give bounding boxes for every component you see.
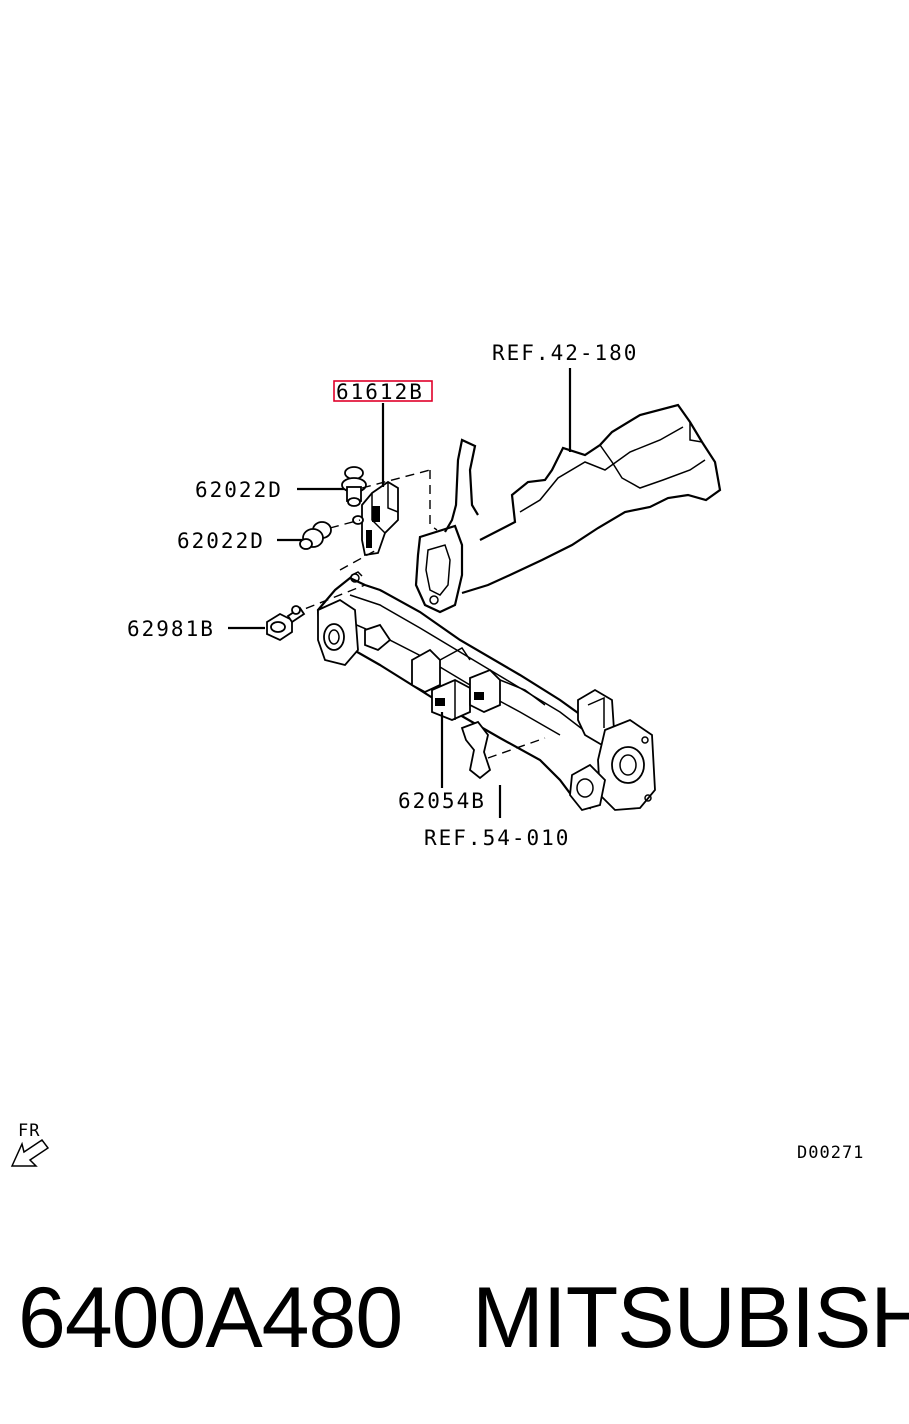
- clip-lower-icon: [299, 515, 364, 550]
- cross-car-beam: [316, 571, 656, 812]
- ref-42-label: REF.42-180: [492, 341, 638, 365]
- front-arrow-icon: [10, 1138, 50, 1167]
- part-number: 6400A480: [18, 1270, 403, 1366]
- brand-name: MITSUBISHI: [472, 1270, 909, 1366]
- part-61612b-label: 61612B: [336, 380, 424, 404]
- diagram-code: D00271: [797, 1143, 864, 1163]
- bolt-label: 62981B: [127, 617, 215, 641]
- clip-upper-label: 62022D: [195, 478, 283, 502]
- bracket-label: 62054B: [398, 789, 486, 813]
- part-caption: 6400A480 MITSUBISHI: [18, 1268, 909, 1368]
- front-marker-label: FR: [18, 1121, 40, 1141]
- ref-54-label: REF.54-010: [424, 826, 570, 850]
- part-61612b-bracket: [361, 480, 399, 557]
- clip-lower-label: 62022D: [177, 529, 265, 553]
- bolt-icon: [266, 605, 306, 642]
- steering-support-outline: [414, 403, 722, 614]
- clip-upper-icon: [341, 466, 367, 507]
- part-highlight-box: [333, 380, 433, 402]
